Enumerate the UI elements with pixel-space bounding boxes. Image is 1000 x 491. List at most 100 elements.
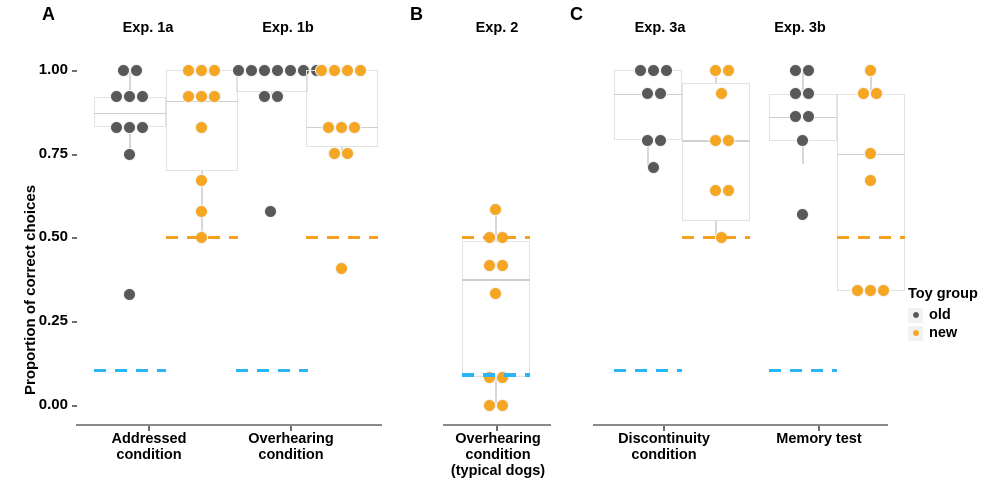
data-point	[208, 63, 221, 77]
chance-line-orange	[682, 235, 750, 240]
whisker-exp1a-new	[201, 170, 203, 238]
chance-line-orange	[306, 235, 378, 240]
data-point	[315, 63, 328, 77]
legend-key-old	[908, 307, 923, 323]
data-point	[654, 86, 667, 100]
data-point	[789, 86, 802, 100]
data-point	[722, 133, 735, 147]
data-point	[182, 63, 195, 77]
x-axis-line-panel-b	[443, 424, 551, 427]
x-axis-line-panel-c	[593, 424, 888, 427]
y-tick-label-4: 0.25	[38, 312, 68, 329]
data-point	[341, 63, 354, 77]
facet-title-exp1a: Exp. 1a	[122, 20, 174, 36]
data-point	[328, 63, 341, 77]
data-point	[129, 63, 143, 77]
data-point	[864, 174, 877, 187]
panel-letter-b: B	[410, 4, 423, 24]
y-tick-label-1: 1.00	[38, 61, 68, 78]
data-point	[489, 203, 502, 217]
data-point	[271, 63, 284, 77]
data-point	[489, 286, 502, 300]
facet-title-exp3b: Exp. 3b	[774, 20, 826, 36]
data-point	[660, 63, 673, 77]
data-point	[258, 90, 271, 104]
data-point	[322, 120, 335, 134]
whisker-exp2-new	[495, 209, 497, 241]
data-point	[195, 63, 208, 77]
data-point	[870, 86, 883, 100]
legend-title: Toy group	[908, 286, 978, 302]
x-axis-line-panel-a	[76, 424, 382, 427]
data-point	[796, 133, 809, 147]
y-tick-mark	[72, 237, 77, 239]
data-point	[802, 63, 815, 77]
data-point	[195, 204, 208, 218]
x-tick-panel-a-2	[290, 426, 292, 431]
whisker-exp1a-old	[129, 127, 131, 156]
legend-dot-old-icon	[911, 311, 920, 319]
y-tick-mark	[72, 154, 77, 156]
data-point	[232, 63, 245, 77]
facet-title-exp3a: Exp. 3a	[634, 20, 686, 36]
data-point	[123, 120, 136, 134]
data-point	[264, 204, 277, 218]
whisker-exp1a-old	[129, 70, 131, 98]
data-point	[641, 86, 654, 100]
data-point	[245, 63, 258, 77]
data-point	[709, 63, 722, 77]
data-point	[195, 174, 208, 188]
legend-key-new	[908, 325, 923, 341]
whisker-exp3b-new	[870, 70, 872, 94]
chance-line-blue	[769, 368, 837, 372]
data-point	[715, 86, 728, 100]
boxplot-exp3a-old	[614, 70, 682, 141]
data-point	[136, 120, 149, 134]
data-point	[182, 90, 195, 104]
y-tick-label-5: 0.00	[38, 396, 68, 413]
y-axis-label: Proportion of correct choices	[22, 184, 39, 395]
x-tick-panel-a-1	[148, 426, 150, 431]
y-tick-label-3: 0.50	[38, 228, 68, 245]
data-point	[110, 90, 123, 104]
data-point	[802, 110, 815, 124]
whisker-exp3b-old	[802, 70, 804, 94]
data-point	[335, 120, 348, 134]
data-point	[634, 63, 647, 77]
chance-line-blue	[94, 368, 166, 372]
data-point	[341, 147, 354, 161]
data-point	[136, 90, 149, 104]
data-point	[864, 147, 877, 161]
data-point	[354, 63, 367, 77]
data-point	[123, 147, 136, 161]
data-point	[110, 120, 123, 134]
chance-line-orange	[166, 235, 238, 240]
data-point	[857, 86, 870, 100]
data-point	[709, 133, 722, 147]
data-point	[647, 63, 660, 77]
data-point	[258, 63, 271, 77]
data-point	[496, 258, 509, 272]
chance-line-blue	[614, 368, 682, 372]
data-point	[722, 184, 735, 197]
chance-line-orange	[837, 235, 905, 240]
legend-dot-new-icon	[911, 329, 920, 337]
whisker-exp2-new	[495, 377, 497, 405]
boxplot-exp3b-new	[837, 93, 905, 291]
legend-item-old[interactable]: old	[908, 307, 978, 323]
data-point	[709, 184, 722, 197]
legend-item-new[interactable]: new	[908, 325, 978, 341]
data-point	[483, 258, 496, 272]
data-point	[335, 261, 348, 275]
data-point	[195, 120, 208, 134]
chance-line-blue	[236, 368, 308, 372]
y-tick-label-2: 0.75	[38, 145, 68, 162]
median-line-exp2-new	[462, 279, 530, 281]
data-point	[802, 86, 815, 100]
boxplot-exp1b-new	[306, 70, 378, 147]
data-point	[851, 284, 864, 298]
chance-line-blue	[462, 373, 530, 377]
